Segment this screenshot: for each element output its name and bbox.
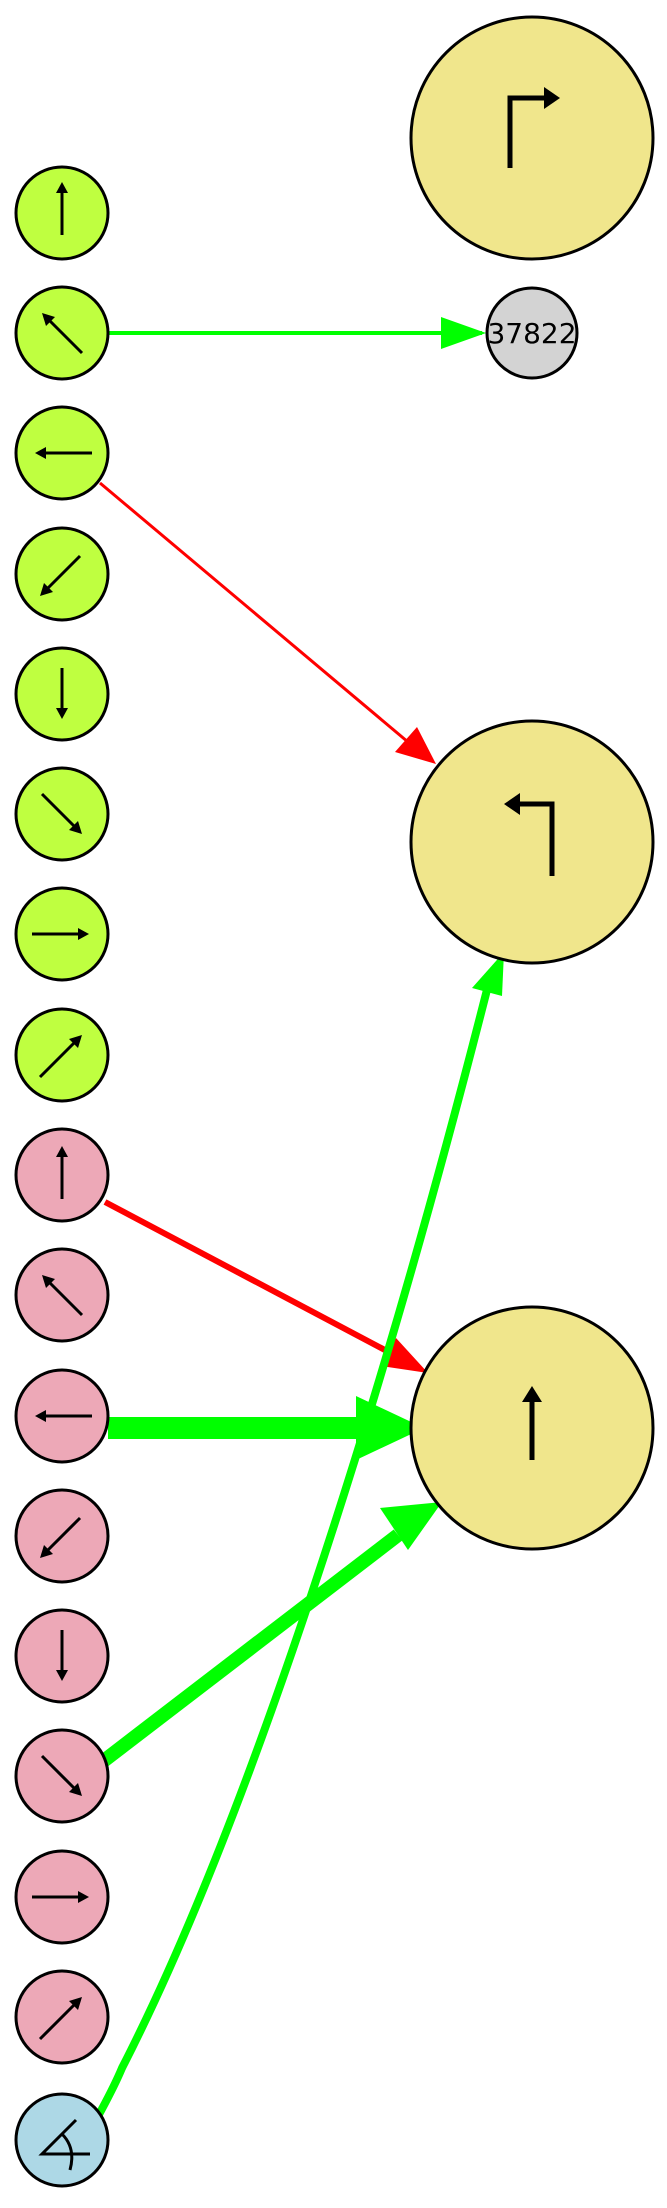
arrow-up-right-icon bbox=[38, 1997, 82, 2041]
arrow-right-icon bbox=[32, 1891, 89, 1903]
node-green-down-right[interactable] bbox=[14, 766, 110, 862]
arrow-up-icon bbox=[522, 1386, 542, 1460]
arrow-left-icon bbox=[35, 447, 92, 459]
arrow-down-left-icon bbox=[40, 1516, 82, 1558]
arrow-left-icon bbox=[35, 1410, 92, 1422]
edge-arrowhead bbox=[380, 1502, 442, 1550]
node-blue-angle[interactable] bbox=[14, 2092, 110, 2188]
node-green-down[interactable] bbox=[14, 646, 110, 742]
node-pink-up-left[interactable] bbox=[14, 1247, 110, 1343]
arrow-down-left-icon bbox=[40, 554, 82, 596]
counter-label: 37822 bbox=[487, 317, 576, 350]
node-pink-down-left[interactable] bbox=[14, 1488, 110, 1584]
node-green-right[interactable] bbox=[14, 886, 110, 982]
node-green-down-left[interactable] bbox=[14, 526, 110, 622]
node-pink-down[interactable] bbox=[14, 1608, 110, 1704]
node-up[interactable] bbox=[409, 1305, 655, 1551]
turn-right-icon bbox=[507, 87, 560, 168]
node-pink-left[interactable] bbox=[14, 1368, 110, 1464]
node-counter[interactable]: 37822 bbox=[485, 286, 579, 380]
nodes-layer: 37822 bbox=[14, 15, 655, 2188]
edge-arrowhead bbox=[395, 727, 436, 764]
arrow-up-left-icon bbox=[42, 1275, 84, 1317]
arrow-up-right-icon bbox=[38, 1035, 82, 1079]
edges-layer bbox=[88, 317, 504, 2130]
arrow-up-icon bbox=[56, 182, 68, 235]
node-pink-down-right[interactable] bbox=[14, 1728, 110, 1824]
node-turn-left[interactable] bbox=[409, 719, 655, 965]
node-turn-right[interactable] bbox=[409, 15, 655, 261]
arrow-right-icon bbox=[32, 928, 89, 940]
arrow-up-left-icon bbox=[42, 313, 84, 355]
edge-pink-up-to-up bbox=[103, 1199, 402, 1361]
arrow-down-icon bbox=[56, 668, 68, 719]
arrow-down-right-icon bbox=[40, 1754, 82, 1796]
arrow-down-right-icon bbox=[40, 792, 82, 834]
edge-blue-angle-to-turn-left bbox=[88, 977, 494, 2130]
node-pink-up-right[interactable] bbox=[14, 1969, 110, 2065]
arrow-up-icon bbox=[56, 1146, 68, 1199]
edge-arrowhead bbox=[441, 317, 486, 349]
edge-arrowhead bbox=[472, 952, 504, 996]
node-green-up-right[interactable] bbox=[14, 1007, 110, 1103]
arrow-down-icon bbox=[56, 1630, 68, 1681]
angle-icon bbox=[38, 2118, 90, 2171]
node-pink-up[interactable] bbox=[14, 1127, 110, 1223]
node-green-up[interactable] bbox=[14, 165, 110, 261]
node-green-up-left[interactable] bbox=[14, 285, 110, 381]
node-green-left[interactable] bbox=[14, 405, 110, 501]
edge-pink-down-right-to-up bbox=[92, 1529, 403, 1772]
edge-green-left-to-turn-left bbox=[99, 481, 409, 744]
node-pink-right[interactable] bbox=[14, 1849, 110, 1945]
turn-left-icon bbox=[504, 793, 555, 876]
